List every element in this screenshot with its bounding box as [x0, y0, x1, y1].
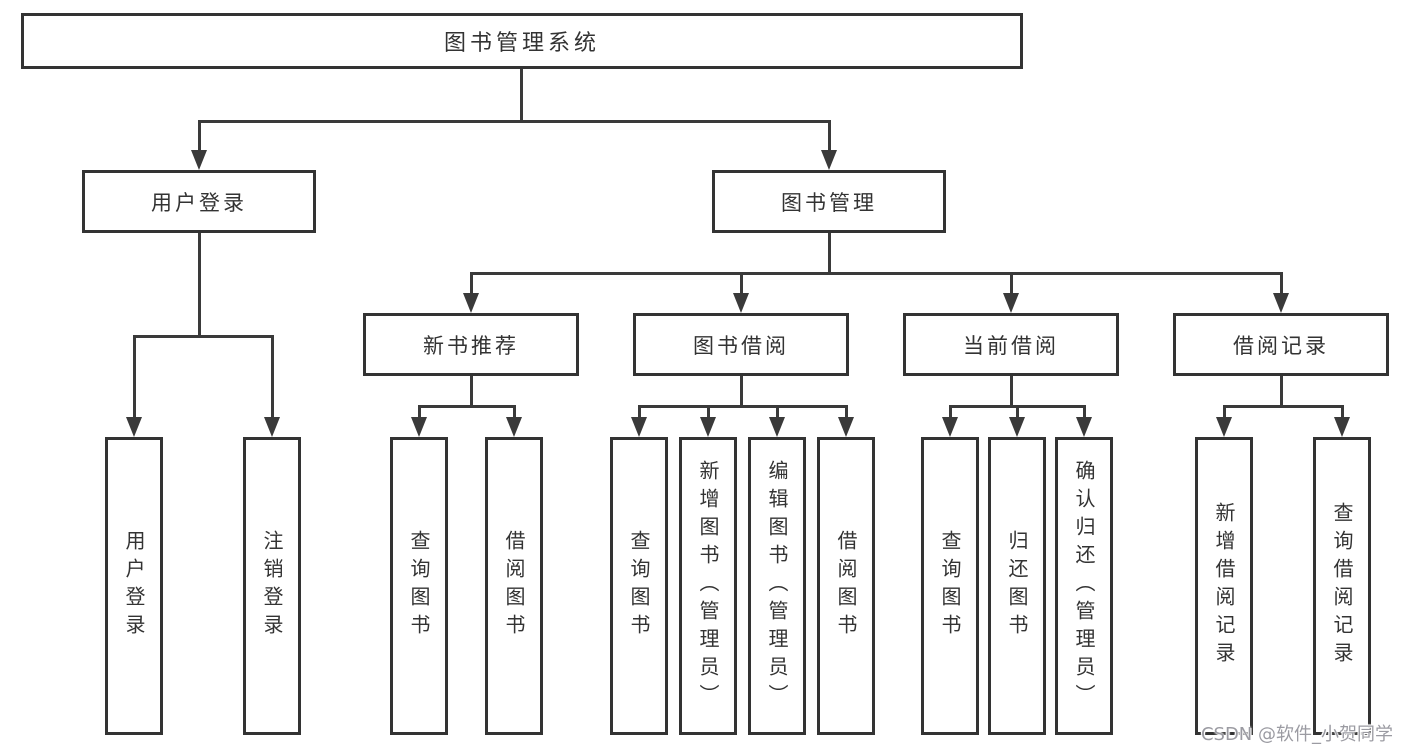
connector-book-mgmt-split: [470, 272, 1283, 275]
connector-line: [1016, 406, 1019, 417]
arrow-down-icon: [700, 417, 716, 437]
connector-line: [638, 406, 641, 417]
arrow-down-icon: [191, 150, 207, 170]
leaf-label: 确认归还（管理员）: [1072, 460, 1096, 712]
leaf-newbooks-query-books: 查询图书: [390, 437, 448, 735]
connector-user-login-stem: [198, 233, 201, 336]
connector-new-books-stem: [470, 376, 473, 406]
leaf-label: 查询图书: [627, 530, 651, 642]
arrow-down-icon: [1003, 293, 1019, 313]
arrow-down-icon: [838, 417, 854, 437]
leaf-borrow-add-books-admin: 新增图书（管理员）: [679, 437, 737, 735]
arrow-down-icon: [126, 417, 142, 437]
arrow-down-icon: [733, 293, 749, 313]
leaf-logout: 注销登录: [243, 437, 301, 735]
node-borrow-records-label: 借阅记录: [1233, 333, 1329, 358]
leaf-label: 查询图书: [407, 530, 431, 642]
connector-line: [133, 336, 136, 417]
leaf-label: 注销登录: [260, 530, 284, 642]
connector-borrow-records-stem: [1280, 376, 1283, 406]
connector-book-mgmt-stem: [828, 233, 831, 273]
node-book-borrowing: 图书借阅: [633, 313, 849, 376]
node-new-book-recommend-label: 新书推荐: [423, 333, 519, 358]
arrow-down-icon: [769, 417, 785, 437]
arrow-down-icon: [1216, 417, 1232, 437]
connector-new-books-split: [418, 405, 516, 408]
leaf-current-confirm-return-admin: 确认归还（管理员）: [1055, 437, 1113, 735]
leaf-label: 查询借阅记录: [1330, 502, 1354, 670]
leaf-label: 新增图书（管理员）: [696, 460, 720, 712]
leaf-label: 用户登录: [122, 530, 146, 642]
arrow-down-icon: [1076, 417, 1092, 437]
connector-line: [1010, 273, 1013, 293]
connector-line: [470, 273, 473, 293]
node-new-book-recommend: 新书推荐: [363, 313, 579, 376]
connector-line: [418, 406, 421, 417]
leaf-borrow-borrow-books: 借阅图书: [817, 437, 875, 735]
arrow-down-icon: [1009, 417, 1025, 437]
connector-current-borrow-stem: [1010, 376, 1013, 406]
connector-line: [949, 406, 952, 417]
arrow-down-icon: [942, 417, 958, 437]
arrow-down-icon: [506, 417, 522, 437]
leaf-label: 查询图书: [938, 530, 962, 642]
node-user-login: 用户登录: [82, 170, 316, 233]
arrow-down-icon: [264, 417, 280, 437]
leaf-records-query-record: 查询借阅记录: [1313, 437, 1371, 735]
node-user-login-label: 用户登录: [151, 190, 247, 215]
arrow-down-icon: [631, 417, 647, 437]
connector-book-borrow-split: [638, 405, 848, 408]
leaf-current-return-books: 归还图书: [988, 437, 1046, 735]
connector-line: [513, 406, 516, 417]
node-root-system: 图书管理系统: [21, 13, 1023, 69]
leaf-label: 借阅图书: [834, 530, 858, 642]
arrow-down-icon: [1334, 417, 1350, 437]
arrow-down-icon: [1273, 293, 1289, 313]
connector-borrow-records-split: [1223, 405, 1344, 408]
arrow-down-icon: [463, 293, 479, 313]
arrow-down-icon: [411, 417, 427, 437]
leaf-borrow-edit-books-admin: 编辑图书（管理员）: [748, 437, 806, 735]
node-book-management-label: 图书管理: [781, 190, 877, 215]
connector-user-login-split: [133, 335, 274, 338]
connector-line: [845, 406, 848, 417]
connector-line: [1083, 406, 1086, 417]
connector-line: [198, 120, 201, 150]
leaf-label: 借阅图书: [502, 530, 526, 642]
connector-book-borrow-stem: [740, 376, 743, 406]
leaf-label: 新增借阅记录: [1212, 502, 1236, 670]
connector-line: [828, 120, 831, 150]
connector-line: [1280, 273, 1283, 293]
connector-root-stem: [520, 69, 523, 120]
leaf-borrow-query-books: 查询图书: [610, 437, 668, 735]
arrow-down-icon: [821, 150, 837, 170]
node-current-borrowing: 当前借阅: [903, 313, 1119, 376]
watermark: CSDN @软件_小贺同学: [1200, 724, 1393, 745]
node-book-borrowing-label: 图书借阅: [693, 333, 789, 358]
leaf-label: 编辑图书（管理员）: [765, 460, 789, 712]
leaf-label: 归还图书: [1005, 530, 1029, 642]
leaf-records-add-record: 新增借阅记录: [1195, 437, 1253, 735]
node-root-label: 图书管理系统: [443, 31, 600, 56]
node-borrow-records: 借阅记录: [1173, 313, 1389, 376]
leaf-user-login: 用户登录: [105, 437, 163, 735]
connector-line: [1223, 406, 1226, 417]
connector-line: [740, 273, 743, 293]
connector-line: [271, 336, 274, 417]
leaf-current-query-books: 查询图书: [921, 437, 979, 735]
node-book-management: 图书管理: [712, 170, 946, 233]
connector-line: [1341, 406, 1344, 417]
node-current-borrowing-label: 当前借阅: [963, 333, 1059, 358]
leaf-newbooks-borrow-books: 借阅图书: [485, 437, 543, 735]
connector-line: [776, 406, 779, 417]
connector-line: [707, 406, 710, 417]
connector-root-split: [198, 120, 831, 123]
